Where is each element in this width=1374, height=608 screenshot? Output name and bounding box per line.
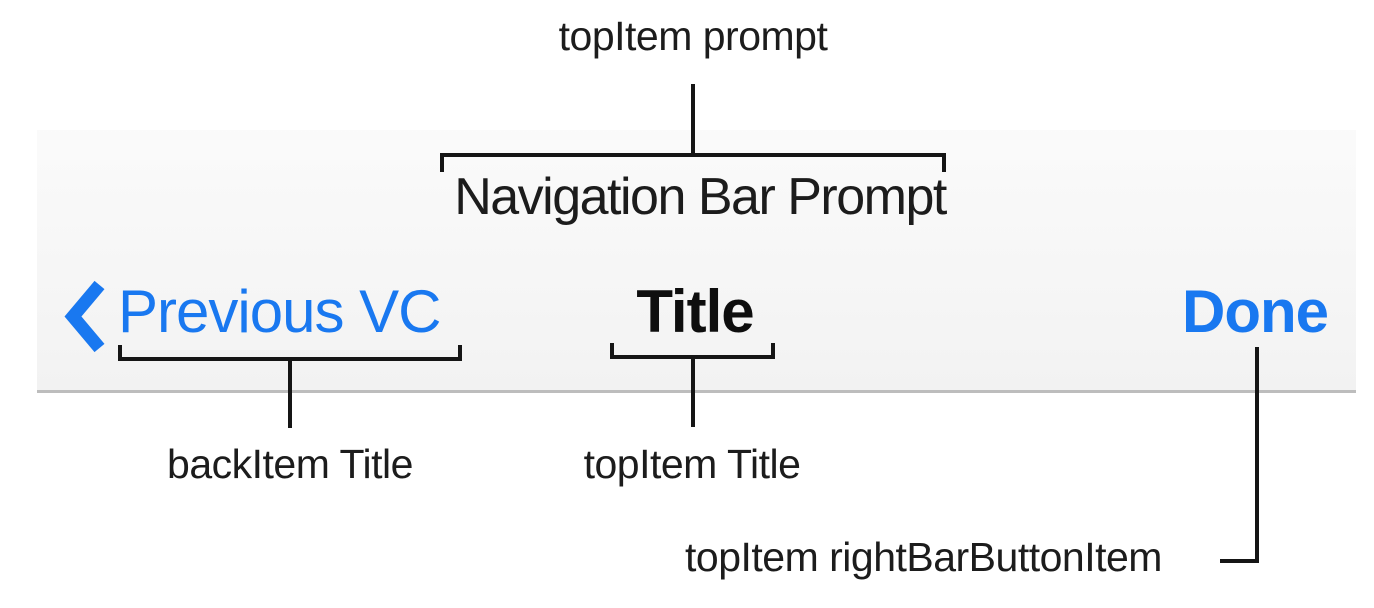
connector-line-right-bar-button — [1255, 347, 1259, 563]
navbar-prompt-text: Navigation Bar Prompt — [454, 168, 947, 226]
back-button-label: Previous VC — [118, 278, 441, 345]
connector-line-back-item — [288, 359, 292, 428]
annotation-topitem-title: topItem Title — [583, 441, 801, 487]
connector-line-top-item-title — [691, 357, 695, 427]
done-button[interactable]: Done — [1182, 278, 1329, 345]
connector-elbow-right-bar-button — [1220, 559, 1259, 563]
annotation-right-bar-button-item: topItem rightBarButtonItem — [685, 534, 1162, 580]
bracket-prompt — [440, 153, 946, 172]
connector-line-prompt — [691, 84, 695, 155]
navigation-bar — [37, 130, 1356, 393]
back-button[interactable]: Previous VC — [62, 278, 454, 356]
annotation-topitem-prompt: topItem prompt — [558, 13, 828, 59]
chevron-left-icon — [64, 280, 105, 353]
navbar-title: Title — [636, 278, 754, 345]
annotation-backitem-title: backItem Title — [167, 441, 413, 487]
